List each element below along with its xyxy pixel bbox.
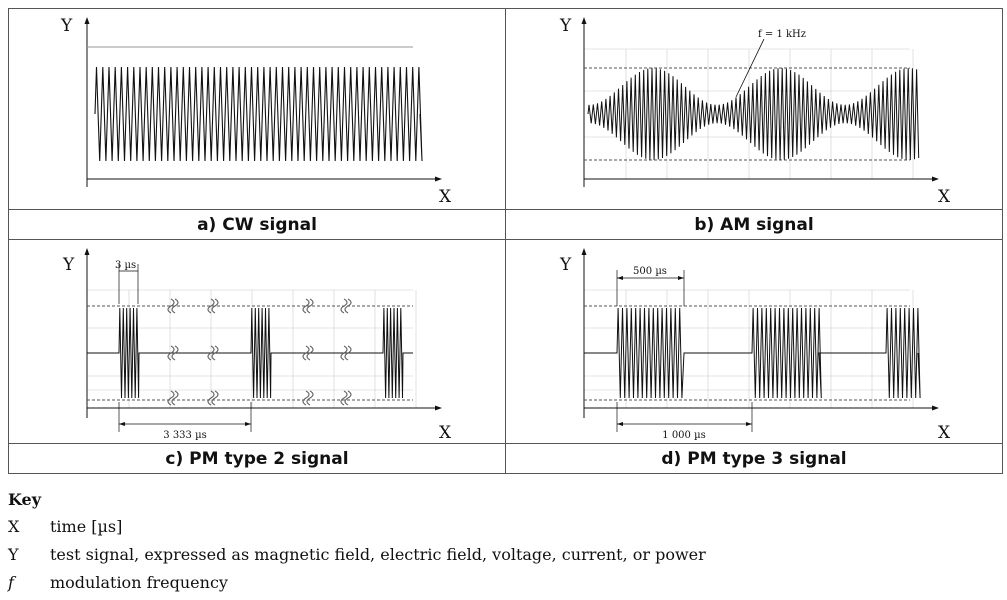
key-item-y: Y test signal, expressed as magnetic fie…: [8, 541, 998, 569]
x-axis-arrow: [435, 176, 442, 182]
break-mark: [306, 345, 314, 361]
break-mark: [306, 390, 314, 406]
break-mark: [340, 298, 348, 314]
y-axis-label: Y: [60, 16, 73, 36]
y-axis-label: Y: [559, 16, 572, 36]
y-axis-label: Y: [559, 255, 572, 275]
caption-a: a) CW signal: [9, 209, 505, 239]
pm2-waveform: [87, 307, 413, 399]
break-mark: [306, 298, 314, 314]
key-symbol: f: [8, 573, 14, 592]
y-axis-label: Y: [62, 255, 75, 275]
am-signal-plot: Y X f = 1 kHz: [559, 16, 951, 207]
pm3-waveform: [584, 307, 921, 399]
cw-waveform: [94, 66, 423, 162]
y-axis-arrow: [581, 17, 587, 24]
grid: [584, 48, 914, 179]
frame-divider-vertical: [505, 9, 506, 473]
break-mark: [344, 298, 352, 314]
pm-type-3-plot: Y X 500 µs 1 000 µs: [559, 248, 951, 443]
key-item-f: f modulation frequency: [8, 569, 998, 597]
x-axis-label: X: [439, 423, 452, 443]
grid: [87, 289, 417, 408]
break-mark: [340, 345, 348, 361]
caption-d: d) PM type 3 signal: [506, 443, 1002, 473]
am-waveform: [587, 67, 920, 161]
panel-d: Y X 500 µs 1 000 µs d) PM type 3 signal: [506, 240, 1002, 473]
x-axis-label: X: [439, 187, 452, 207]
x-axis-arrow: [435, 405, 442, 411]
frame-divider-horizontal: [9, 239, 1002, 240]
break-mark: [302, 345, 310, 361]
dim-arrow-left: [617, 422, 623, 426]
annotation-leader: [735, 38, 765, 98]
panel-b: Y X f = 1 kHz b) AM signal: [506, 9, 1002, 239]
break-mark: [340, 390, 348, 406]
y-axis-arrow: [581, 248, 587, 255]
break-mark: [302, 298, 310, 314]
break-mark: [167, 298, 175, 314]
cw-signal-plot: Y X: [60, 16, 452, 207]
x-axis-arrow: [932, 405, 939, 411]
caption-c: c) PM type 2 signal: [9, 443, 505, 473]
key-item-x: X time [µs]: [8, 513, 998, 541]
break-mark: [211, 298, 219, 314]
y-axis-arrow: [84, 17, 90, 24]
key-title: Key: [8, 490, 42, 509]
y-axis-arrow: [84, 248, 90, 255]
caption-b: b) AM signal: [506, 209, 1002, 239]
dim-arrow-left: [119, 422, 125, 426]
key-description: test signal, expressed as magnetic field…: [50, 545, 706, 564]
break-mark: [344, 345, 352, 361]
break-mark: [344, 390, 352, 406]
panel-c: Y X 3 µs 3 333 µs c) PM type 2 signal: [9, 240, 505, 473]
break-mark: [171, 390, 179, 406]
break-mark: [211, 345, 219, 361]
x-axis-arrow: [932, 176, 939, 182]
pm-type-2-plot: Y X 3 µs 3 333 µs: [62, 248, 452, 443]
break-mark: [171, 298, 179, 314]
dim-arrow-right: [245, 422, 251, 426]
key-symbol: Y: [8, 545, 19, 564]
period-label: 1 000 µs: [662, 430, 705, 441]
key-description: modulation frequency: [50, 573, 228, 592]
dim-arrow-right: [746, 422, 752, 426]
key-description: time [µs]: [50, 517, 123, 536]
panel-a: Y X a) CW signal: [9, 9, 505, 239]
key-legend: Key X time [µs] Y test signal, expressed…: [8, 487, 998, 597]
pulse-width-label: 3 µs: [115, 260, 136, 271]
modulation-frequency-label: f = 1 kHz: [758, 29, 806, 40]
break-marks: [167, 298, 352, 406]
figure-frame: Y X a) CW signal Y X f = 1 kHz b) AM sig…: [8, 8, 1003, 474]
x-axis-label: X: [938, 423, 951, 443]
break-mark: [207, 298, 215, 314]
pulse-length-label: 500 µs: [633, 266, 667, 277]
period-label: 3 333 µs: [163, 430, 206, 441]
key-symbol: X: [8, 517, 20, 536]
break-mark: [167, 345, 175, 361]
break-mark: [302, 390, 310, 406]
break-mark: [171, 345, 179, 361]
x-axis-label: X: [938, 187, 951, 207]
break-mark: [167, 390, 175, 406]
break-mark: [207, 345, 215, 361]
break-mark: [207, 390, 215, 406]
dim-arrow-left: [617, 276, 623, 280]
dim-arrow-right: [678, 276, 684, 280]
break-mark: [211, 390, 219, 406]
